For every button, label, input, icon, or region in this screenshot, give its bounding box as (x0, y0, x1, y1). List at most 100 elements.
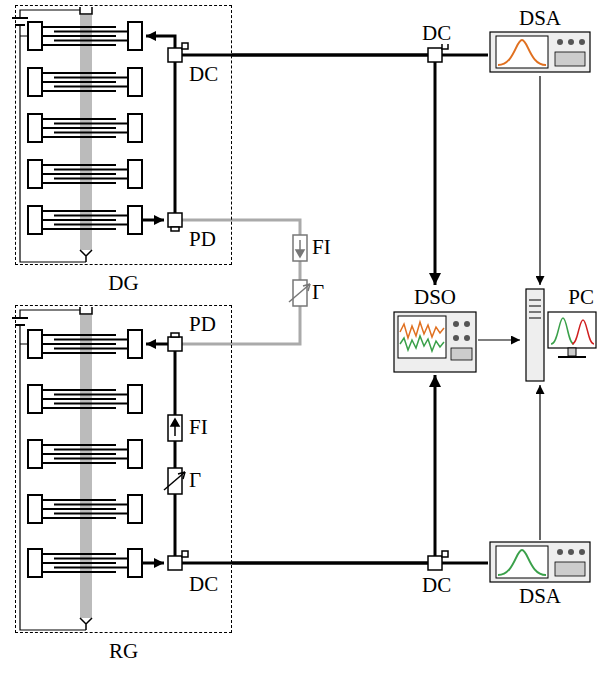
coupler-symbol (428, 48, 442, 62)
resonator-array (42, 173, 116, 175)
inner-fiber (182, 562, 232, 565)
resonator-array (42, 210, 116, 212)
resonator-array (54, 40, 128, 42)
oscilloscope-icon (398, 316, 446, 358)
node-label: DG (108, 271, 138, 295)
resonator-array (42, 407, 116, 409)
photodetector-symbol (171, 227, 179, 231)
resonator-array (42, 389, 116, 391)
resonator-array (20, 310, 86, 630)
resonator-array (42, 26, 116, 28)
resonator-array (54, 86, 128, 88)
resonator-array (42, 127, 116, 129)
photodetector-symbol (168, 213, 182, 227)
spectrum-analyzer-icon (568, 39, 574, 45)
spectrum-analyzer-icon (496, 546, 548, 578)
component-label: FI (188, 416, 209, 438)
computer-icon (529, 300, 541, 318)
resonator-array (54, 215, 128, 217)
spectrum-analyzer-icon (490, 32, 590, 72)
resonator-array (42, 352, 116, 354)
attenuator-symbol (164, 472, 185, 490)
inner-fiber (182, 343, 232, 346)
spectrum-analyzer-icon (555, 562, 585, 576)
resonator-array (42, 182, 116, 184)
resonator-array (28, 549, 42, 577)
signal-line (478, 339, 520, 340)
node-label: PC (568, 285, 594, 309)
computer-icon (572, 320, 594, 344)
resonator-array (80, 307, 92, 314)
resonator-array (80, 250, 92, 262)
resonator-array (28, 385, 42, 413)
oscilloscope-icon (453, 321, 459, 327)
resonator-array (42, 453, 116, 455)
dashed-frame (15, 5, 232, 265)
signal-line (539, 385, 540, 540)
resonator-array (54, 394, 128, 396)
resonator-array (54, 449, 128, 451)
resonator-array (42, 553, 116, 555)
coupler-symbol (428, 556, 442, 570)
instrument: DSA (488, 6, 592, 76)
resonator-array (128, 385, 142, 413)
resonator-array (54, 132, 128, 134)
node-label: DSO (414, 285, 456, 309)
isolator-symbol (293, 235, 307, 261)
resonator-array (42, 499, 116, 501)
coupler-symbol (168, 43, 448, 570)
node-label: DSA (519, 584, 561, 608)
resonator-array (42, 118, 116, 120)
component-label: DC (188, 573, 219, 595)
resonator-array (28, 495, 42, 523)
resonator-array (12, 7, 142, 630)
resonator-array (42, 343, 116, 345)
resonator-array (54, 31, 128, 33)
coupler-symbol (182, 551, 188, 557)
spectrum-analyzer-icon (498, 550, 546, 575)
resonator-array (80, 618, 92, 630)
resonator-array (42, 462, 116, 464)
resonator-array (54, 458, 128, 460)
component-label: PD (188, 228, 217, 250)
resonator-array (28, 440, 42, 468)
resonator-array (42, 81, 116, 83)
resonator-array (28, 114, 42, 142)
oscilloscope-icon (464, 335, 470, 341)
spectrum-analyzer-icon (557, 549, 563, 555)
oscilloscope-icon (400, 336, 444, 351)
isolator-symbol (296, 250, 304, 257)
resonator-array (54, 224, 128, 226)
component-label: FI (311, 236, 332, 258)
resonator-array (42, 562, 116, 564)
inner-fiber (182, 54, 232, 57)
inner-fiber (146, 36, 175, 48)
resonator-array (54, 567, 128, 569)
resonator-array (54, 504, 128, 506)
resonator-array (54, 123, 128, 125)
photodetector-symbol (171, 333, 179, 337)
signal-line (232, 375, 435, 563)
resonator-array (42, 72, 116, 74)
instrument: DSA (488, 540, 592, 610)
attenuator-symbol (303, 284, 310, 291)
isolator-symbol (293, 235, 307, 261)
inner-fiber (174, 62, 177, 213)
attenuator-symbol (178, 472, 185, 479)
resonator-array (128, 495, 142, 523)
resonator-array (54, 348, 128, 350)
resonator-array (28, 206, 42, 234)
isolator-symbol (174, 426, 176, 436)
resonator-array (42, 398, 116, 400)
oscilloscope-icon (394, 312, 476, 372)
signal-line (232, 220, 300, 344)
resonator-array (54, 169, 128, 171)
resonator-array (128, 68, 142, 96)
group-frame: DG (15, 5, 232, 300)
resonator-array (42, 136, 116, 138)
resonator-array (28, 330, 42, 358)
oscilloscope-icon (394, 312, 476, 372)
attenuator-symbol (289, 284, 310, 302)
inner-fiber (182, 219, 232, 222)
computer-icon (548, 312, 596, 348)
